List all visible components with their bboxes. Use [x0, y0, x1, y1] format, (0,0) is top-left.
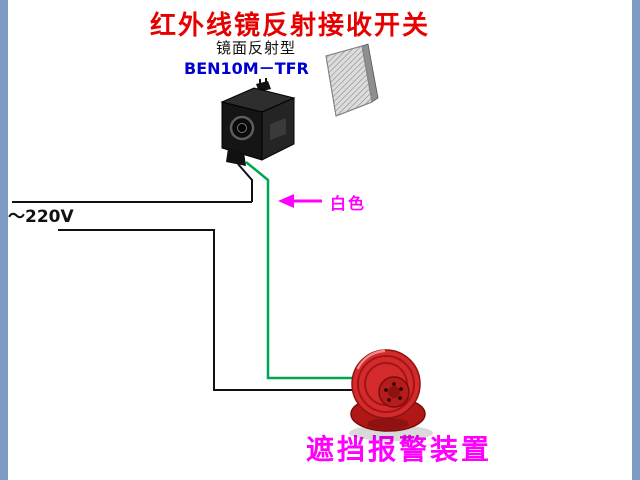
- power-line-bottom: [58, 229, 356, 391]
- sensor-side-label: [270, 118, 286, 140]
- alarm-front-face: [378, 376, 410, 408]
- alarm-horn: [350, 396, 426, 432]
- mirror-reflector-graphic: [325, 43, 379, 117]
- diagram-title: 红外线镜反射接收开关: [149, 11, 430, 41]
- white-wire-pointer-arrow: [278, 194, 322, 208]
- alarm-caption: 遮挡报警装置: [306, 433, 493, 466]
- sensor-cable-gland: [226, 148, 246, 166]
- white-wire: [237, 163, 253, 202]
- sensor-model-label: BEN10M－TFR: [184, 59, 309, 78]
- power-voltage-label: ～220V: [8, 207, 74, 227]
- right-border-bar: [632, 0, 640, 480]
- left-border-bar: [0, 0, 8, 480]
- sensor-type-label: 镜面反射型: [216, 39, 297, 57]
- sensor-lens: [229, 115, 255, 141]
- photoelectric-sensor-graphic: [220, 78, 296, 166]
- white-wire-label: 白色: [330, 194, 367, 213]
- alarm-body: [351, 349, 421, 419]
- sensor-top-connector: [256, 81, 271, 92]
